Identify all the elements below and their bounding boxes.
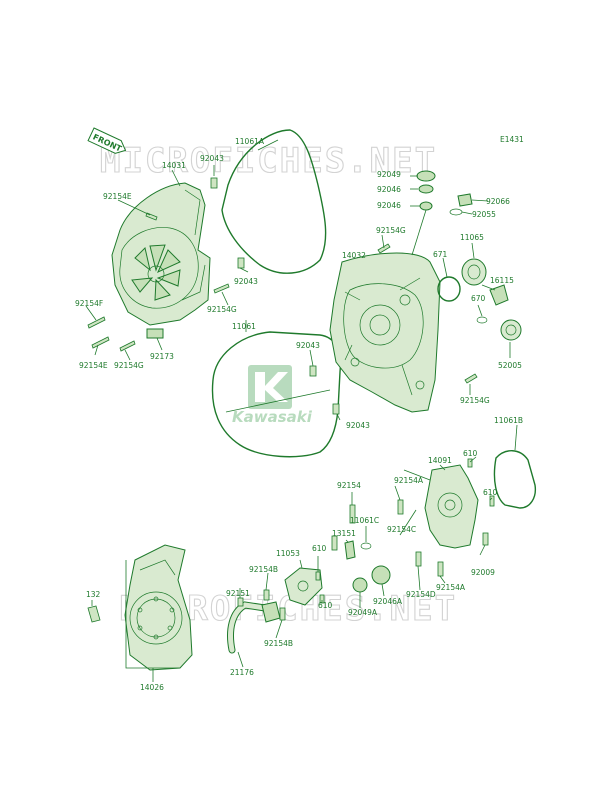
ring-11061c: [360, 542, 372, 550]
generator-cover-14031: [111, 182, 211, 326]
label-92009: 92009: [471, 568, 495, 577]
diagram-code: E1431: [500, 135, 524, 144]
sprocket-cover-14026: [124, 544, 193, 671]
gasket-11061b: [493, 450, 537, 509]
label-610-c: 610: [312, 544, 327, 553]
label-92151: 92151: [226, 589, 250, 598]
label-92154a-a: 92154A: [394, 476, 424, 485]
gasket-11061: [211, 331, 342, 458]
label-132: 132: [86, 590, 101, 599]
label-11065: 11065: [460, 233, 484, 242]
label-92154d: 92154D: [406, 590, 436, 599]
bolts-group: [87, 177, 495, 623]
kawasaki-logo: Kawasaki: [232, 365, 313, 426]
label-92046a: 92046A: [373, 597, 403, 606]
label-92043-a: 92043: [200, 154, 224, 163]
label-11053: 11053: [276, 549, 300, 558]
label-92154a-b: 92154A: [436, 583, 466, 592]
oring-92055: [449, 208, 463, 216]
label-92049a: 92049A: [348, 608, 378, 617]
label-92046-a: 92046: [377, 185, 401, 194]
bracket-11053: [284, 567, 323, 606]
label-11061c: 11061C: [350, 516, 379, 525]
label-92154g-b: 92154G: [114, 361, 144, 370]
label-14091: 14091: [428, 456, 452, 465]
gasket-11061a: [221, 129, 327, 274]
part-13151: [344, 540, 356, 560]
cover-14091: [424, 464, 479, 549]
label-92154g-d: 92154G: [460, 396, 490, 405]
label-92154b-a: 92154B: [249, 565, 278, 574]
part-92046-b: [419, 201, 433, 211]
label-92154g-a: 92154G: [207, 305, 237, 314]
label-92154b-b: 92154B: [264, 639, 293, 648]
label-92043-b: 92043: [234, 277, 258, 286]
label-92046-b: 92046: [377, 201, 401, 210]
seal-92046a: [371, 565, 391, 585]
label-14032: 14032: [342, 251, 366, 260]
label-21176: 21176: [230, 668, 254, 677]
label-610-d: 610: [318, 601, 333, 610]
oring-671: [437, 276, 461, 302]
watermark-top: MICROFICHES.NET: [100, 141, 437, 181]
label-11061: 11061: [232, 322, 256, 331]
label-14026: 14026: [140, 683, 164, 692]
label-92066: 92066: [486, 197, 510, 206]
label-92049: 92049: [377, 170, 401, 179]
oil-plug-92066: [457, 193, 473, 207]
label-92043-d: 92043: [346, 421, 370, 430]
label-92154: 92154: [337, 481, 361, 490]
label-92055: 92055: [472, 210, 496, 219]
label-92043-c: 92043: [296, 341, 320, 350]
part-16115: [489, 284, 509, 306]
label-11061b: 11061B: [494, 416, 523, 425]
label-16115: 16115: [490, 276, 514, 285]
label-92154e-top: 92154E: [103, 192, 132, 201]
seal-92049a: [352, 577, 368, 593]
part-92046-a: [418, 184, 434, 194]
seal-11065: [461, 258, 487, 286]
leader-lines: [85, 139, 518, 682]
cap-52005: [500, 319, 522, 341]
oring-670: [476, 316, 488, 324]
part-92049: [416, 170, 436, 182]
label-610-b: 610: [483, 488, 498, 497]
label-14031: 14031: [162, 161, 186, 170]
label-610-a: 610: [463, 449, 478, 458]
kawasaki-logo-text: Kawasaki: [232, 408, 313, 426]
label-92154g-c: 92154G: [376, 226, 406, 235]
label-11061a: 11061A: [235, 137, 265, 146]
hose-21176: [227, 601, 281, 654]
label-13151: 13151: [332, 529, 356, 538]
label-92173: 92173: [150, 352, 174, 361]
label-670: 670: [471, 294, 486, 303]
label-92154c: 92154C: [387, 525, 416, 534]
label-52005: 52005: [498, 361, 522, 370]
label-92154e-bottom: 92154E: [79, 361, 108, 370]
label-671: 671: [433, 250, 448, 259]
clutch-cover-14032: [329, 252, 441, 413]
label-92154f: 92154F: [75, 299, 103, 308]
